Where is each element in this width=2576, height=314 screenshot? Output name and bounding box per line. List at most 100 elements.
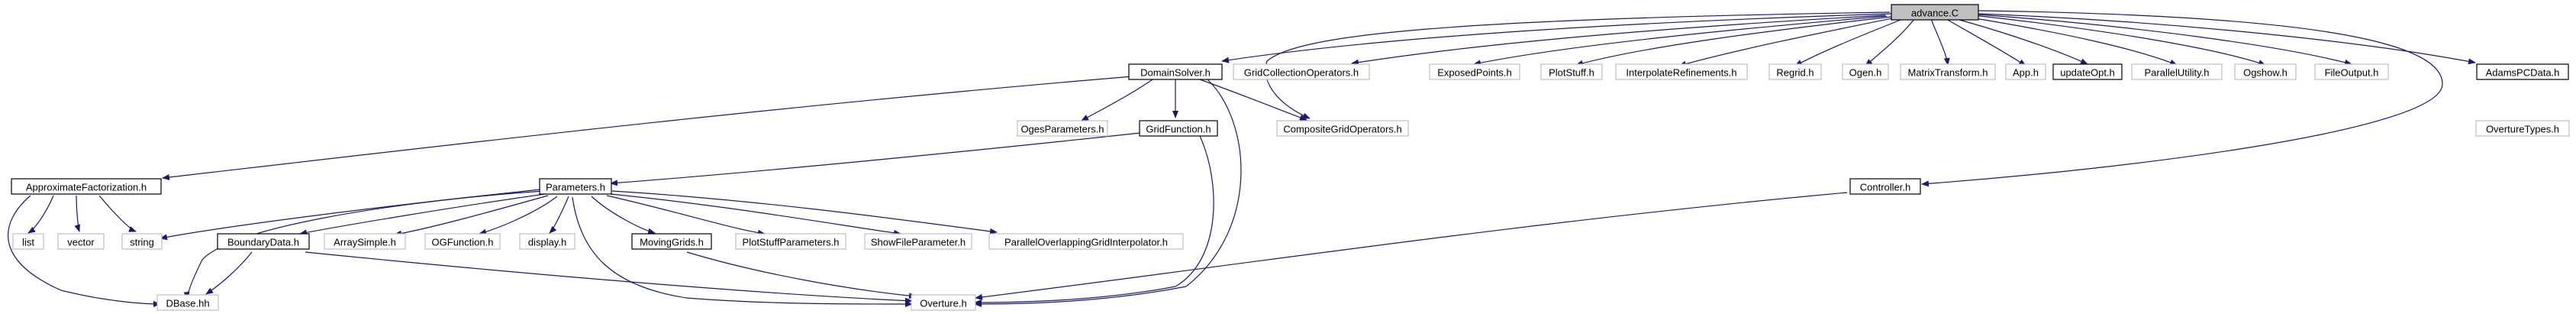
- node-updateopt[interactable]: updateOpt.h: [2052, 63, 2123, 80]
- node-list: list: [12, 233, 44, 250]
- edge-advance-domainsolver: [1221, 13, 1892, 63]
- node-compositegridops: CompositeGridOperators.h: [1276, 120, 1409, 137]
- node-box-controller: [1849, 178, 1921, 195]
- node-gridcoll: GridCollectionOperators.h: [1233, 63, 1370, 80]
- edge-advance-gridcoll: [1351, 15, 1886, 66]
- node-plotstuff: PlotStuff.h: [1540, 63, 1603, 80]
- node-box-compositegridops: [1276, 120, 1409, 137]
- node-label-domainsolver: DomainSolver.h: [1140, 67, 1211, 79]
- node-label-dbase: DBase.hh: [166, 298, 209, 309]
- node-label-plotstuffparams: PlotStuffParameters.h: [743, 237, 840, 248]
- node-box-overture: [911, 294, 976, 311]
- node-box-ogfunction: [424, 233, 501, 250]
- node-label-adamspcdata: AdamsPCData.h: [2486, 67, 2560, 79]
- node-box-matrixtransform: [1900, 63, 1996, 80]
- node-box-gridfunction: [1139, 120, 1218, 137]
- edge-parameters-string: [160, 189, 541, 241]
- node-label-fileoutput: FileOutput.h: [2325, 67, 2379, 79]
- node-label-arraysimple: ArraySimple.h: [334, 237, 396, 248]
- edge-advance-ogen: [1865, 18, 1915, 66]
- edge-advance-fileoutput: [1976, 14, 2352, 66]
- edge-advance-controller: [1921, 10, 2443, 187]
- node-box-plotstuffparams: [735, 233, 846, 250]
- node-adamspcdata[interactable]: AdamsPCData.h: [2476, 63, 2569, 80]
- edge-advance-plotstuff: [1575, 16, 1892, 66]
- node-box-boundarydata: [217, 233, 310, 250]
- edge-advance-adamspcdata: [1978, 13, 2476, 65]
- node-movinggrids[interactable]: MovingGrids.h: [631, 233, 712, 250]
- node-box-domainsolver: [1128, 63, 1223, 80]
- node-label-gridfunction: GridFunction.h: [1146, 124, 1211, 135]
- node-label-overturetypes: OvertureTypes.h: [2486, 124, 2559, 135]
- edge-approxfact-list: [27, 195, 54, 234]
- node-box-vector: [57, 233, 105, 250]
- node-ogshow: Ogshow.h: [2234, 63, 2297, 80]
- node-box-updateopt: [2052, 63, 2123, 80]
- edge-approxfact-dbase: [8, 195, 161, 307]
- node-box-gridcoll: [1233, 63, 1370, 80]
- node-box-parameters: [539, 178, 612, 195]
- edge-parameters-parallelogi: [611, 190, 998, 235]
- node-vector: vector: [57, 233, 105, 250]
- node-parallelutility: ParallelUtility.h: [2131, 63, 2223, 80]
- node-fileoutput: FileOutput.h: [2314, 63, 2389, 80]
- node-approxfact[interactable]: ApproximateFactorization.h: [11, 178, 162, 195]
- edge-domainsolver-overture: [974, 79, 1242, 307]
- include-nodes: advance.C DomainSolver.h GridCollectionOpe…: [11, 4, 2570, 311]
- node-label-interpref: InterpolateRefinements.h: [1626, 67, 1736, 79]
- node-showfileparam: ShowFileParameter.h: [864, 233, 972, 250]
- node-advance[interactable]: advance.C: [1891, 4, 1979, 21]
- edge-gridfunction-overture: [974, 135, 1214, 306]
- node-label-updateopt: updateOpt.h: [2060, 67, 2115, 79]
- node-box-advance: [1891, 4, 1979, 21]
- node-label-advance: advance.C: [1911, 8, 1959, 19]
- node-box-parallelogi: [988, 233, 1184, 250]
- node-gridfunction[interactable]: GridFunction.h: [1139, 120, 1218, 137]
- node-label-gridcoll: GridCollectionOperators.h: [1244, 67, 1359, 79]
- edge-approxfact-string: [98, 195, 137, 232]
- edge-domainsolver-ogesparams: [1081, 79, 1153, 121]
- node-box-list: [12, 233, 44, 250]
- node-boundarydata[interactable]: BoundaryData.h: [217, 233, 310, 250]
- node-label-boundarydata: BoundaryData.h: [227, 237, 299, 248]
- edge-domainsolver-compositegridops: [1199, 79, 1307, 121]
- node-ogfunction: OGFunction.h: [424, 233, 501, 250]
- node-label-vector: vector: [67, 237, 95, 248]
- node-regrid: Regrid.h: [1768, 63, 1822, 80]
- node-box-adamspcdata: [2476, 63, 2569, 80]
- node-label-compositegridops: CompositeGridOperators.h: [1283, 124, 1401, 135]
- edge-parameters-plotstuffparams: [606, 195, 766, 236]
- node-box-movinggrids: [631, 233, 712, 250]
- node-box-ogesparams: [1017, 120, 1108, 137]
- node-parameters[interactable]: Parameters.h: [539, 178, 612, 195]
- node-box-display: [519, 233, 575, 250]
- node-label-controller: Controller.h: [1860, 182, 1910, 193]
- node-parallelogi: ParallelOverlappingGridInterpolator.h: [988, 233, 1184, 250]
- node-ogesparams: OgesParameters.h: [1017, 120, 1108, 137]
- node-label-approxfact: ApproximateFactorization.h: [26, 182, 147, 193]
- node-domainsolver[interactable]: DomainSolver.h: [1128, 63, 1223, 80]
- node-label-matrixtransform: MatrixTransform.h: [1908, 67, 1988, 79]
- node-string: string: [121, 233, 163, 250]
- node-label-list: list: [22, 237, 34, 248]
- edge-advance-interpref: [1678, 17, 1897, 67]
- node-dbase: DBase.hh: [156, 294, 219, 311]
- node-label-parallelutility: ParallelUtility.h: [2144, 67, 2209, 79]
- edge-advance-ogshow: [1972, 15, 2266, 66]
- node-interpref: InterpolateRefinements.h: [1615, 63, 1748, 80]
- node-box-ogen: [1842, 63, 1889, 80]
- edge-advance-exposed: [1473, 15, 1888, 66]
- node-label-movinggrids: MovingGrids.h: [640, 237, 704, 248]
- edge-boundarydata-overture: [305, 251, 913, 304]
- node-box-dbase: [156, 294, 219, 311]
- edge-parameters-display: [549, 196, 569, 234]
- edge-parameters-showfileparam: [610, 193, 901, 236]
- node-box-exposed: [1429, 63, 1520, 80]
- edge-gridfunction-parameters: [610, 132, 1141, 186]
- node-ogen: Ogen.h: [1842, 63, 1889, 80]
- node-controller[interactable]: Controller.h: [1849, 178, 1921, 195]
- node-box-ogshow: [2234, 63, 2297, 80]
- node-box-plotstuff: [1540, 63, 1603, 80]
- node-box-approxfact: [11, 178, 162, 195]
- edge-parameters-arraysimple: [394, 195, 549, 237]
